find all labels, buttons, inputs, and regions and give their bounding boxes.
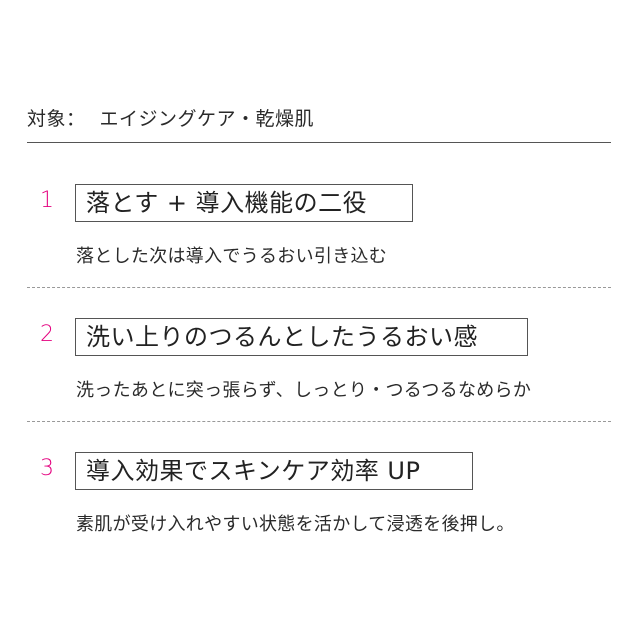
point-title-3: 導入効果でスキンケア効率 UP <box>75 452 473 490</box>
dashed-divider-1 <box>27 287 611 288</box>
header-divider <box>27 142 611 143</box>
point-title-1: 落とす + 導入機能の二役 <box>75 184 413 222</box>
point-description-1: 落とした次は導入でうるおい引き込む <box>76 246 388 267</box>
point-number-3: 3 <box>40 456 54 481</box>
dashed-divider-2 <box>27 421 611 422</box>
point-number-2: 2 <box>40 322 54 347</box>
target-line: 対象： エイジングケア・乾燥肌 <box>27 104 314 131</box>
target-label: 対象： <box>27 108 86 130</box>
point-title-2: 洗い上りのつるんとしたうるおい感 <box>75 318 528 356</box>
point-number-1: 1 <box>40 188 54 213</box>
point-description-2: 洗ったあとに突っ張らず、しっとり・つるつるなめらか <box>76 380 532 401</box>
target-value: エイジングケア・乾燥肌 <box>99 108 315 130</box>
point-description-3: 素肌が受け入れやすい状態を活かして浸透を後押し。 <box>76 514 515 535</box>
